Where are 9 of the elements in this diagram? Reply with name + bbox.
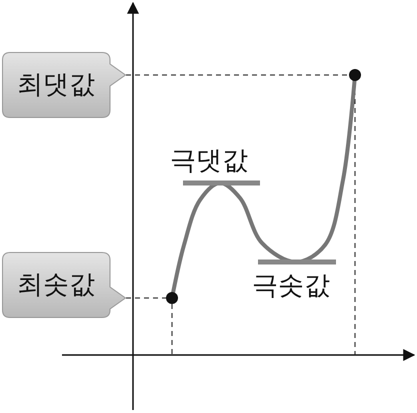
extremum-label: 극댓값: [170, 145, 248, 178]
value-label: 최댓값: [16, 69, 96, 102]
point-dot: [166, 292, 178, 304]
point-dot: [349, 69, 361, 81]
callout-box: [2, 252, 126, 318]
extremum-label: 극솟값: [252, 270, 330, 303]
dashed-leader-line: [126, 74, 350, 76]
value-label: 최솟값: [16, 269, 96, 302]
callout-box: [2, 52, 126, 118]
